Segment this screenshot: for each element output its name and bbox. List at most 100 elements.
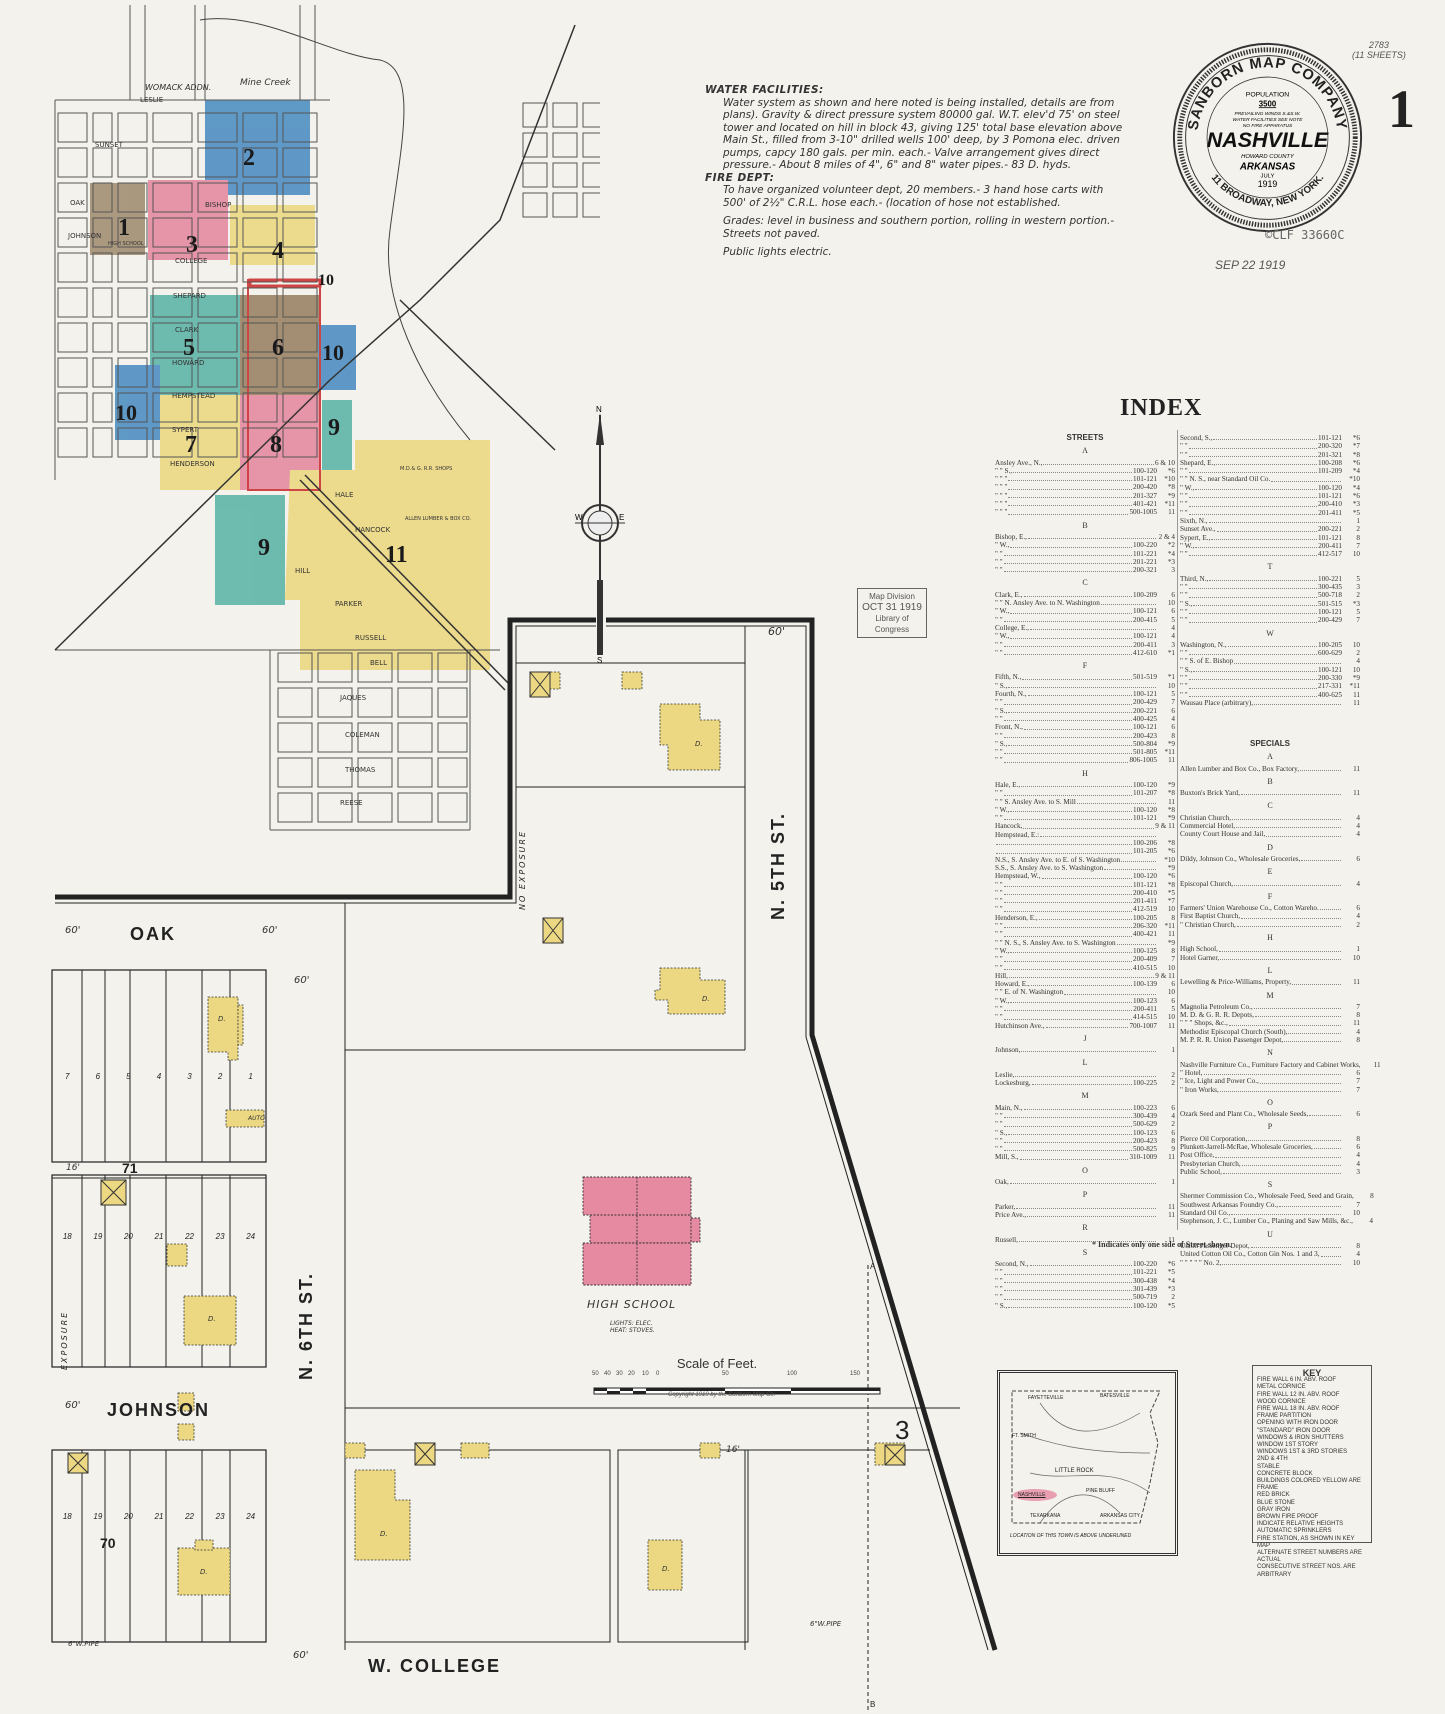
index-entry-name: " " <box>995 1120 1003 1129</box>
index-entry-name: Howard, E., <box>995 980 1030 989</box>
index-entry: Second, S.,101-121*6 <box>1180 434 1360 442</box>
index-entry-name: Christian Church, <box>1180 813 1232 822</box>
index-entry-sheet: 10 <box>1167 963 1175 972</box>
index-entry-range: 100-208 <box>1318 458 1342 467</box>
index-entry-sheet: 10 <box>1167 1013 1175 1022</box>
index-entry-sheet: 4 <box>1356 813 1360 822</box>
index-entry: " " N. S., near Standard Oil Co.*10 <box>1180 475 1360 483</box>
index-entry-sheet: 3 <box>1356 583 1360 592</box>
index-entry-sheet: 10 <box>1352 550 1360 559</box>
index-entry-name: S.S., S. Ansley Ave. to S. Washington <box>995 863 1104 872</box>
index-entry-name: Parker, <box>995 1202 1016 1211</box>
index-entry-name: Sypert, E., <box>1180 533 1211 542</box>
index-entry-sheet: 2 <box>1356 525 1360 534</box>
index-entry-name: " " <box>1180 616 1188 625</box>
index-entry-name: " " <box>995 648 1003 657</box>
dwelling-label: D. <box>702 995 710 1003</box>
index-entry-name: " " " <box>995 500 1008 509</box>
index-entry-range: 600-629 <box>1318 649 1342 658</box>
index-entry-sheet: 4 <box>1356 830 1360 839</box>
index-entry-sheet: 10 <box>1352 953 1360 962</box>
index-entry-sheet: 2 <box>1356 920 1360 929</box>
index-entry: " W.,100-220*2 <box>995 541 1175 549</box>
index-entry-range: 100-121 <box>1318 665 1342 674</box>
svg-text:HALE: HALE <box>335 491 353 499</box>
svg-text:BELL: BELL <box>370 659 387 667</box>
index-entry-sheet: 11 <box>1168 756 1175 765</box>
index-entry-name: Second, N., <box>995 1260 1029 1269</box>
index-section-letter: B <box>1082 520 1088 530</box>
index-section-letter: U <box>1267 1229 1273 1239</box>
index-entry-name: Main, N., <box>995 1103 1023 1112</box>
index-entry: " "201-411*5 <box>1180 509 1360 517</box>
index-entry-name: Standard Oil Co., <box>1180 1209 1231 1218</box>
key-item: WINDOWS & IRON SHUTTERS <box>1257 1434 1344 1441</box>
index-entry-name: Oak, <box>995 1178 1009 1187</box>
index-entry-name: " " <box>995 1013 1003 1022</box>
index-entry-name: Episcopal Church, <box>1180 879 1234 888</box>
index-entry: M. P. R. R. Union Passenger Depot,8 <box>1180 1036 1360 1044</box>
svg-text:BISHOP: BISHOP <box>205 201 231 209</box>
index-entry-name: Clark, E., <box>995 590 1023 599</box>
svg-text:10: 10 <box>115 400 137 425</box>
svg-text:10: 10 <box>322 340 344 365</box>
index-entry-sheet: *8 <box>1167 839 1175 848</box>
index-entry-range: 200-410 <box>1318 500 1342 509</box>
key-item: BROWN FIRE PROOF <box>1257 1514 1319 1521</box>
index-entry-name: Hotel Garner, <box>1180 953 1220 962</box>
index-entry: S.S., S. Ansley Ave. to S. Washington*9 <box>995 864 1175 872</box>
index-entry-sheet: 5 <box>1356 607 1360 616</box>
index-entry: Southwest Arkansas Foundry Co.,7 <box>1180 1201 1360 1209</box>
street-label-johnson: JOHNSON <box>107 1400 211 1420</box>
index-entry-range: 200-420 <box>1133 483 1157 492</box>
index-entry-range: 101-221 <box>1133 1268 1157 1277</box>
index-entry-name: County Court House and Jail, <box>1180 830 1266 839</box>
svg-text:REESE: REESE <box>340 799 363 807</box>
facilities-notes: WATER FACILITIES: Water system as shown … <box>705 84 1125 259</box>
zone-sheet-9-south <box>215 495 285 605</box>
index-entry-name: " " <box>995 1276 1003 1285</box>
index-entry-range: 100-120 <box>1133 780 1157 789</box>
index-entry-name: N.S., S. Ansley Ave. to E. of S. Washing… <box>995 855 1121 864</box>
index-entry-range: 101-121 <box>1133 814 1157 823</box>
index-entry-range: 414-515 <box>1133 1013 1157 1022</box>
index-entry: Hempstead, W.,100-120*6 <box>995 872 1175 880</box>
index-entry-name: Third, N., <box>1180 574 1209 583</box>
index-entry-name: " S., <box>995 1128 1008 1137</box>
index-entry-sheet: 10 <box>1167 905 1175 914</box>
index-entry-name: " " <box>1180 500 1188 509</box>
key-item: BUILDINGS COLORED YELLOW ARE FRAME <box>1257 1478 1361 1492</box>
index-entry-range: 200-411 <box>1318 541 1342 550</box>
index-entry: Oak,1 <box>995 1178 1175 1186</box>
index-entry: Allen Lumber and Box Co., Box Factory,11 <box>1180 765 1360 773</box>
index-entry-sheet: 10 <box>1167 599 1175 608</box>
index-entry-range: 101-121 <box>1133 880 1157 889</box>
index-divider <box>1177 430 1178 1230</box>
index-entry-sheet: 6 <box>1171 590 1175 599</box>
key-item: GRAY IRON <box>1257 1506 1291 1513</box>
index-entry-name: " " <box>995 566 1003 575</box>
index-entry-sheet: *3 <box>1352 500 1360 509</box>
index-entry: College, E.,4 <box>995 624 1175 632</box>
index-entry-name: Hill, <box>995 971 1008 980</box>
index-entry-sheet: 4 <box>1171 714 1175 723</box>
index-entry-sheet: 3 <box>1171 640 1175 649</box>
index-entry-name: Henderson, E., <box>995 913 1038 922</box>
index-entry-name: Ozark Seed and Plant Co., Wholesale Seed… <box>1180 1110 1309 1119</box>
index-entry-sheet: *9 <box>1167 780 1175 789</box>
index-entry-range: 100-121 <box>1133 607 1157 616</box>
index-entry-name: " " <box>1180 508 1188 517</box>
svg-text:JOHNSON: JOHNSON <box>67 232 101 240</box>
sheet-zones <box>90 100 490 670</box>
index-entry: " " "401-421*11 <box>995 500 1175 508</box>
index-section-letter: H <box>1082 768 1088 778</box>
